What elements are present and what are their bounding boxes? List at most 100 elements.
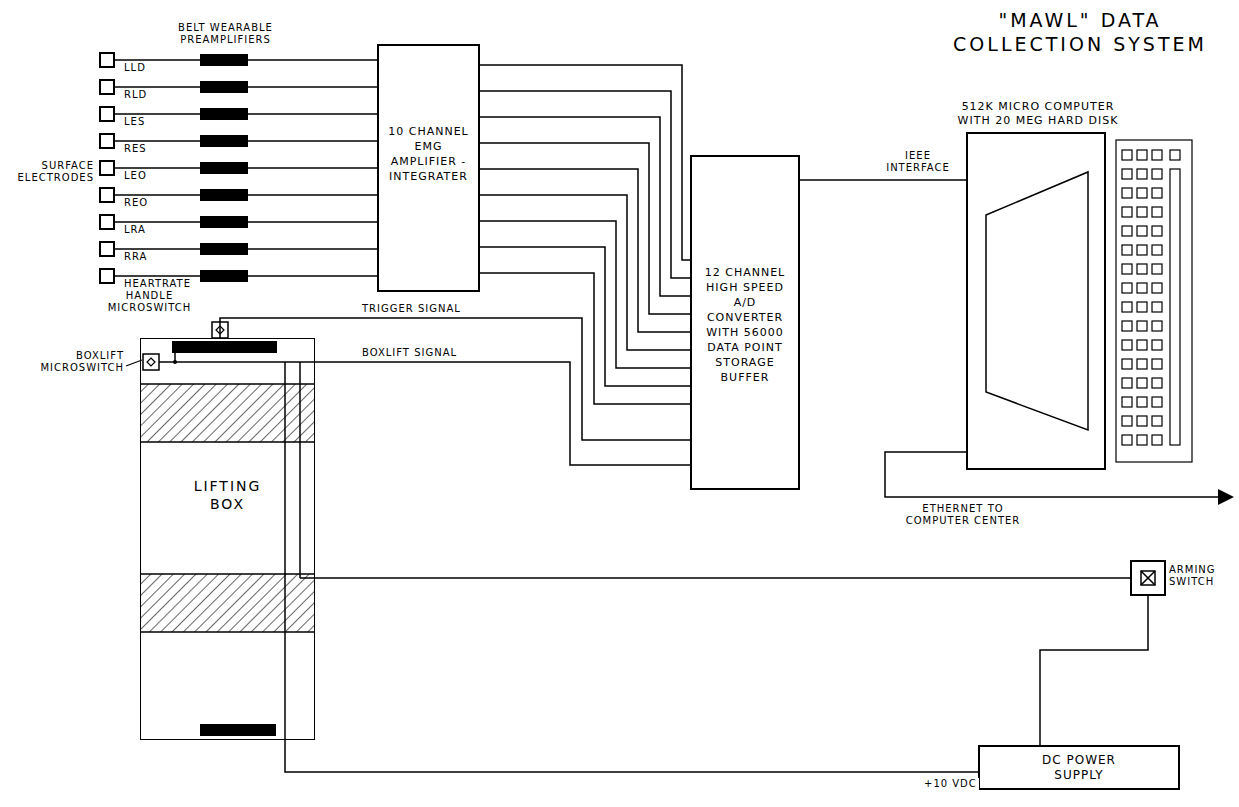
surface-electrode (100, 215, 114, 229)
keyboard-key (1152, 226, 1162, 236)
signal-wire (480, 91, 690, 278)
part-label: BELT WEARABLE PREAMPLIFIERS (178, 22, 273, 46)
keyboard-key (1137, 397, 1147, 407)
signal-wire (220, 318, 690, 440)
keyboard-key (1137, 378, 1147, 388)
keyboard-key (1137, 340, 1147, 350)
surface-electrode (100, 161, 114, 175)
part-label: RRA (124, 251, 147, 263)
band-edge (141, 573, 314, 575)
signal-wire (315, 362, 690, 465)
arming-switch-symbol (1141, 571, 1155, 585)
part-label: LLD (124, 62, 146, 74)
keyboard-key (1137, 245, 1147, 255)
surface-electrode (100, 242, 114, 256)
preamplifier (200, 189, 248, 201)
preamplifier (200, 54, 248, 66)
arming-switch-symbol (1141, 571, 1155, 585)
node-text: DC POWER SUPPLY (1019, 753, 1139, 783)
handle-bar (200, 724, 276, 736)
handle-bar (172, 341, 277, 353)
keyboard-key (1152, 378, 1162, 388)
keyboard-key (1137, 264, 1147, 274)
node-text: 12 CHANNEL HIGH SPEED A/D CONVERTER WITH… (692, 265, 798, 385)
keyboard-key (1122, 264, 1132, 274)
edge-label: +10 VDC (922, 778, 979, 790)
keyboard-key (1152, 302, 1162, 312)
keyboard-key (1137, 283, 1147, 293)
edge-label: TRIGGER SIGNAL (360, 303, 463, 315)
keyboard-key (1122, 397, 1132, 407)
preamplifier (200, 135, 248, 147)
keyboard-key (1137, 416, 1147, 426)
keyboard-key (1137, 321, 1147, 331)
surface-electrode (100, 134, 114, 148)
node-text: 10 CHANNEL EMG AMPLIFIER - INTEGRATER (379, 124, 478, 184)
node-text: 512K MICRO COMPUTER WITH 20 MEG HARD DIS… (948, 100, 1128, 128)
keyboard-key (1137, 359, 1147, 369)
surface-electrode (100, 188, 114, 202)
part-label: SURFACE ELECTRODES (14, 160, 94, 184)
arming-switch: ARMING SWITCH (1130, 560, 1166, 596)
surface-electrode (100, 53, 114, 67)
preamplifier (200, 162, 248, 174)
keyboard-key (1152, 321, 1162, 331)
keyboard-key (1122, 302, 1132, 312)
box-wire (159, 361, 315, 363)
keyboard-key (1152, 188, 1162, 198)
keyboard-bar (1170, 169, 1180, 445)
signal-wire (480, 273, 690, 404)
keyboard-key (1137, 226, 1147, 236)
keyboard-key (1152, 169, 1162, 179)
preamplifier (200, 216, 248, 228)
lifting-box: LIFTING BOX (140, 338, 315, 740)
signal-wire (480, 117, 690, 296)
node-text: ARMING SWITCH (1169, 564, 1229, 588)
keyboard-key (1122, 378, 1132, 388)
keyboard-key (1152, 245, 1162, 255)
part-label: ETHERNET TO COMPUTER CENTER (893, 503, 1033, 527)
signal-wire (480, 247, 690, 386)
keyboard-key (1152, 150, 1162, 160)
computer-box: 512K MICRO COMPUTER WITH 20 MEG HARD DIS… (966, 132, 1106, 470)
amplifier-box: 10 CHANNEL EMG AMPLIFIER - INTEGRATER (377, 44, 480, 292)
keyboard-key (1152, 435, 1162, 445)
switch-contact (147, 358, 155, 366)
node-text: LIFTING BOX (178, 477, 278, 513)
keyboard-key (1152, 283, 1162, 293)
part-label: HANDLE MICROSWITCH (92, 290, 207, 314)
preamplifier (200, 81, 248, 93)
preamplifier (200, 243, 248, 255)
part-label: HEARTRATE (124, 278, 191, 290)
signal-wire (315, 577, 1130, 579)
keyboard-key (1122, 435, 1132, 445)
signal-wire (800, 179, 966, 181)
keyboard-key (1122, 226, 1132, 236)
keyboard-key (1137, 188, 1147, 198)
keyboard-key (1122, 416, 1132, 426)
surface-electrode (100, 80, 114, 94)
keyboard-key (1122, 283, 1132, 293)
part-label: LRA (124, 224, 146, 236)
keyboard-key (1152, 340, 1162, 350)
signal-wire (1040, 596, 1148, 745)
edge-label: BOXLIFT SIGNAL (360, 347, 459, 359)
keyboard-key (1122, 169, 1132, 179)
keyboard-key (1122, 321, 1132, 331)
keyboard-keys (1122, 150, 1180, 445)
signal-wire (480, 65, 690, 260)
keyboard-key (1122, 359, 1132, 369)
hatched-band (141, 574, 314, 632)
box-wire (299, 362, 301, 578)
signal-wire (480, 169, 690, 332)
box-wire (284, 362, 286, 740)
keyboard-key (1152, 359, 1162, 369)
monitor-screen (986, 172, 1088, 430)
keyboard-key (1122, 340, 1132, 350)
converter-box: 12 CHANNEL HIGH SPEED A/D CONVERTER WITH… (690, 155, 800, 490)
box-wire (174, 353, 176, 362)
keyboard-key (1137, 435, 1147, 445)
keyboard-key (1137, 302, 1147, 312)
edge-label: IEEE INTERFACE (880, 150, 956, 174)
keyboard-key (1122, 188, 1132, 198)
